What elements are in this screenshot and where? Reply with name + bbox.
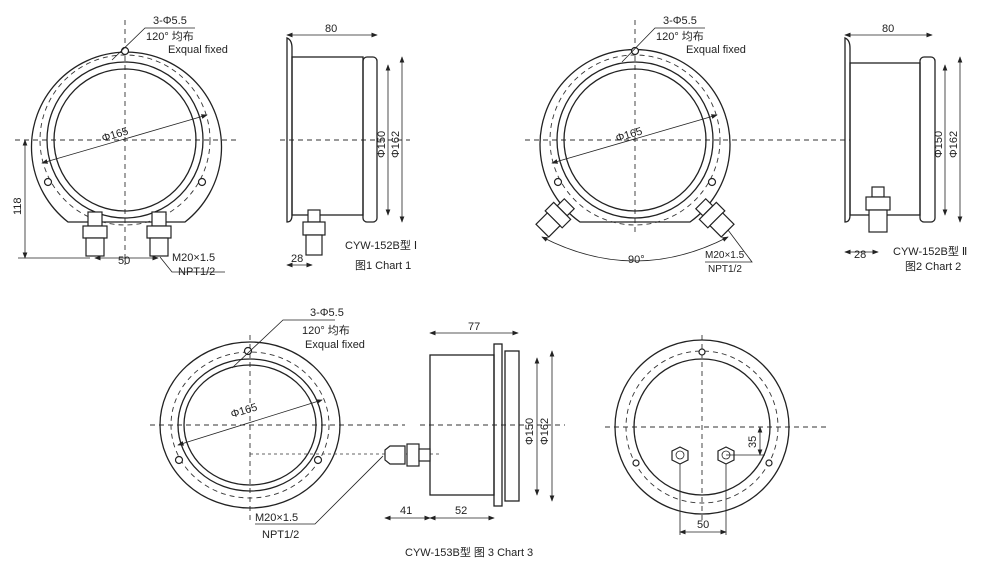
- d150-label: Φ150: [524, 418, 536, 445]
- fitting-left: [82, 211, 108, 257]
- hole-spec-label: 3-Φ5.5: [310, 307, 344, 319]
- chart3-front-view: Φ165 3-Φ5.5 120° 均布 Exqual fixed M20×1.5…: [150, 307, 440, 541]
- offset-dim-label: 28: [291, 253, 303, 265]
- depth-dim-label: 77: [468, 321, 480, 333]
- rear-spacing-label: 50: [697, 519, 709, 531]
- model-label: CYW-152B型 Ⅱ: [893, 244, 967, 258]
- thread-npt-label: NPT1/2: [178, 266, 215, 278]
- thread-metric-label: M20×1.5: [255, 512, 298, 524]
- fitting-right: [694, 197, 735, 238]
- fitting: [302, 209, 326, 256]
- d162-label: Φ162: [390, 131, 402, 158]
- hole-distribution-label: 120° 均布: [302, 324, 350, 337]
- fitting-length-label: 41: [400, 505, 412, 517]
- chart2-side-view: 80 Φ150 Φ162 28 CYW-152B型 Ⅱ 图2 Chart 2: [844, 23, 967, 273]
- chart-caption: 图1 Chart 1: [355, 259, 411, 272]
- model-label: CYW-152B型 Ⅰ: [345, 238, 417, 252]
- chart2-front-view: Φ165 3-Φ5.5 120° 均布 Exqual fixed 90° M20…: [525, 15, 850, 275]
- hole-note-label: Exqual fixed: [168, 44, 228, 56]
- rear-offset-label: 35: [747, 436, 759, 448]
- chart-caption: CYW-153B型 图 3 Chart 3: [405, 545, 533, 559]
- thread-npt-label: NPT1/2: [262, 529, 299, 541]
- spacing-dim-label: 50: [118, 255, 130, 267]
- chart3-side-view: 77 Φ150 Φ162 41 52 CYW-153B型 图 3 Chart 3: [384, 321, 565, 559]
- thread-npt-label: NPT1/2: [708, 264, 742, 275]
- chart-caption: 图2 Chart 2: [905, 260, 961, 273]
- angle-label: 90°: [628, 254, 645, 266]
- d162-label: Φ162: [948, 131, 960, 158]
- d150-label: Φ150: [933, 131, 945, 158]
- hole-note-label: Exqual fixed: [305, 339, 365, 351]
- d150-label: Φ150: [376, 131, 388, 158]
- bezel-diameter-label: Φ165: [614, 125, 643, 144]
- thread-metric-label: M20×1.5: [705, 250, 745, 261]
- hole-distribution-label: 120° 均布: [656, 30, 704, 43]
- fitting: [865, 186, 891, 233]
- d162-label: Φ162: [539, 418, 551, 445]
- height-dim-label: 118: [12, 197, 24, 215]
- rear-fitting-left: [671, 446, 689, 465]
- bezel-diameter-label: Φ165: [229, 401, 258, 420]
- chart1-side-view: 80 Φ150 Φ162 28 CYW-152B型 Ⅰ 图1 Chart 1: [280, 23, 417, 272]
- fitting-left: [535, 197, 576, 238]
- body-length-label: 52: [455, 505, 467, 517]
- fitting: [384, 443, 431, 467]
- depth-dim-label: 80: [325, 23, 337, 35]
- thread-metric-label: M20×1.5: [172, 252, 215, 264]
- hole-spec-label: 3-Φ5.5: [663, 15, 697, 27]
- depth-dim-label: 80: [882, 23, 894, 35]
- fitting-right: [146, 211, 172, 257]
- offset-dim-label: 28: [854, 249, 866, 261]
- rear-fitting-right: [717, 446, 735, 465]
- hole-distribution-label: 120° 均布: [146, 30, 194, 43]
- hole-note-label: Exqual fixed: [686, 44, 746, 56]
- hole-spec-label: 3-Φ5.5: [153, 15, 187, 27]
- chart1-front-view: Φ165 3-Φ5.5 120° 均布 Exqual fixed 118 50 …: [12, 15, 240, 278]
- chart3-rear-view: 35 50: [605, 335, 830, 535]
